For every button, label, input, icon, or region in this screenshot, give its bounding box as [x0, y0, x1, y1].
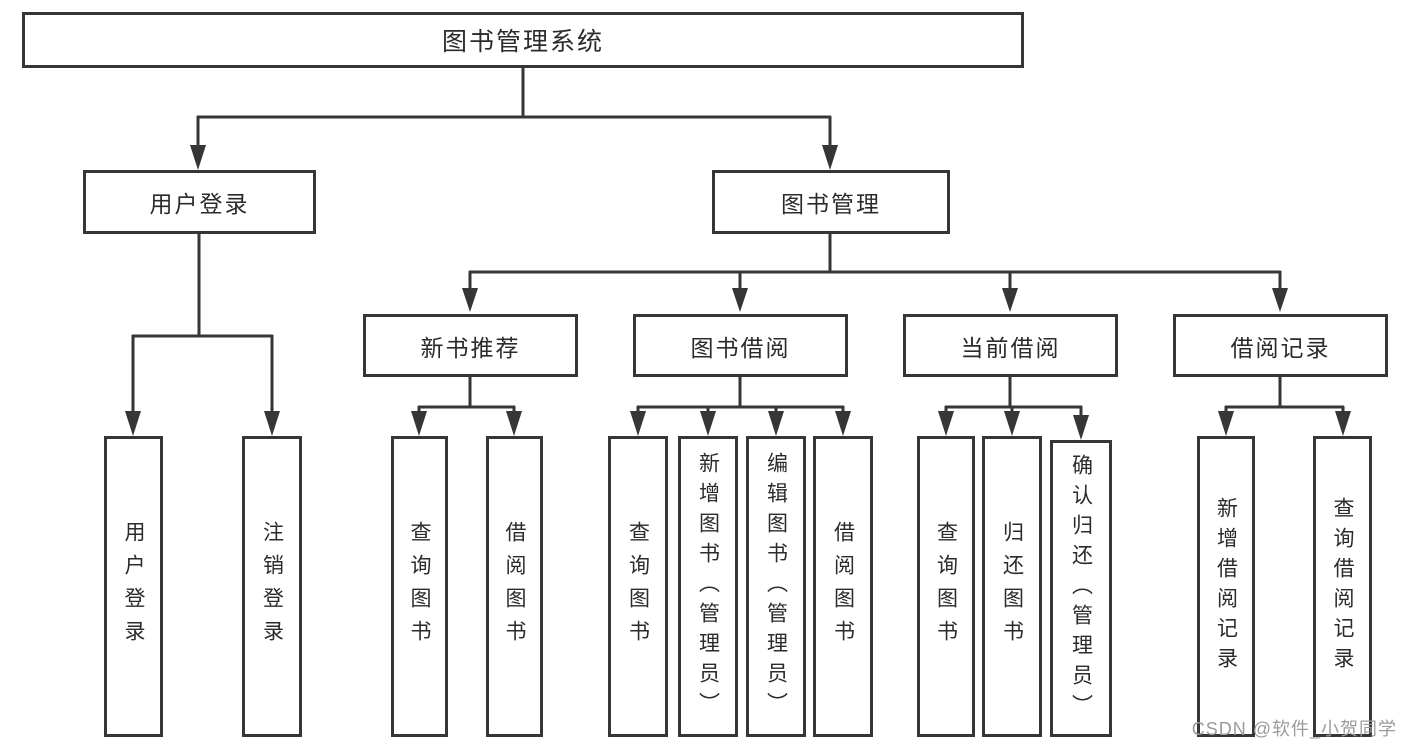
leaf-add-borrow-record: 新增借阅记录 [1197, 436, 1255, 737]
leaf-query-books-recommend: 查询图书 [391, 436, 448, 737]
leaf-logout: 注销登录 [242, 436, 302, 737]
node-library-management-system: 图书管理系统 [22, 12, 1024, 68]
leaf-borrow-books: 借阅图书 [813, 436, 873, 737]
arrow-down-icons [125, 145, 1351, 440]
leaf-return-book: 归还图书 [982, 436, 1042, 737]
leaf-user-login: 用户登录 [104, 436, 163, 737]
leaf-add-book-admin: 新增图书（管理员） [678, 436, 738, 737]
leaf-query-books-borrow: 查询图书 [608, 436, 668, 737]
node-current-borrow: 当前借阅 [903, 314, 1118, 377]
node-new-book-recommend: 新书推荐 [363, 314, 578, 377]
leaf-query-books-current: 查询图书 [917, 436, 975, 737]
node-borrow-records: 借阅记录 [1173, 314, 1388, 377]
csdn-watermark: CSDN @软件_小贺同学 [1191, 719, 1397, 739]
node-book-borrow: 图书借阅 [633, 314, 848, 377]
leaf-confirm-return-admin: 确认归还（管理员） [1050, 440, 1112, 737]
node-user-login: 用户登录 [83, 170, 316, 234]
node-book-management: 图书管理 [712, 170, 950, 234]
leaf-edit-book-admin: 编辑图书（管理员） [746, 436, 806, 737]
leaf-query-borrow-record: 查询借阅记录 [1313, 436, 1372, 737]
leaf-borrow-books-recommend: 借阅图书 [486, 436, 543, 737]
